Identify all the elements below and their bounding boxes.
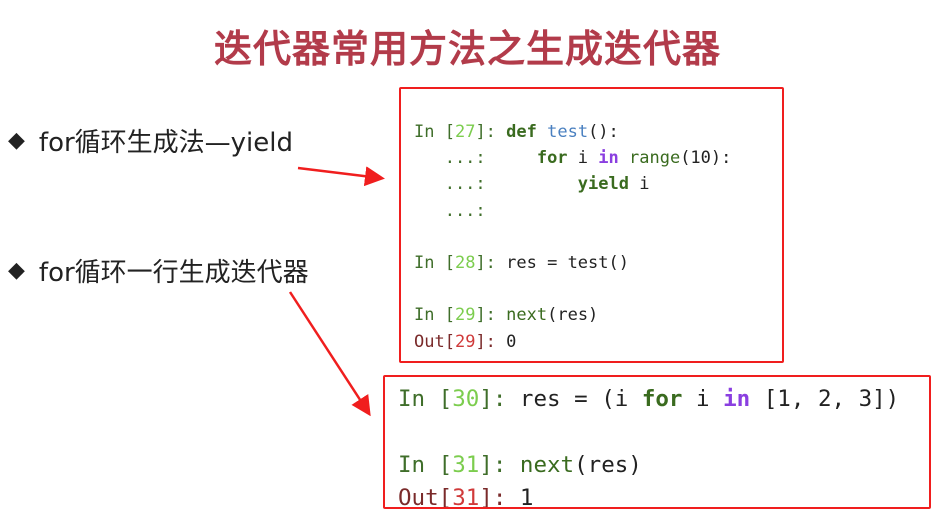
code-token: res = test()	[506, 253, 629, 274]
code-token: 28	[454, 253, 476, 274]
code-token: in	[723, 386, 751, 412]
code-token: ]:	[479, 452, 520, 478]
code-token: ...:	[414, 148, 537, 169]
code-token: for	[536, 148, 568, 169]
code-token: Out[	[414, 331, 455, 352]
diamond-bullet-icon: ◆	[8, 258, 25, 283]
code-line: Out[31]: 1	[398, 482, 899, 509]
code-token: ]:	[475, 331, 507, 352]
code-token: In [	[398, 386, 453, 412]
code-token: 31	[452, 485, 480, 509]
code-token: i	[628, 174, 650, 195]
code-token: range	[629, 148, 681, 169]
code-line: Out[29]: 0	[414, 329, 731, 355]
code-token: next	[519, 452, 575, 478]
bullet-text: for循环生成法—yield	[38, 128, 294, 158]
code-token: [1, 2, 3])	[750, 386, 900, 412]
code-token: In [	[414, 122, 455, 142]
slide-title: 迭代器常用方法之生成迭代器	[213, 27, 721, 71]
code-token: (res)	[547, 305, 599, 326]
code-token: Out[	[398, 485, 453, 509]
code-token: ]:	[479, 485, 520, 509]
code-line: ...: for i in range(10):	[414, 145, 732, 171]
code-token: ...:	[414, 174, 578, 195]
code-token: 27	[454, 122, 476, 142]
code-token: ]:	[475, 122, 507, 142]
code-token: next	[506, 305, 548, 326]
code-token: In [	[414, 305, 455, 326]
code-token: res = (i	[519, 386, 642, 412]
code-token: 30	[452, 386, 480, 412]
code-token: i	[682, 386, 724, 412]
code-token: in	[598, 148, 619, 169]
code-token: 29	[454, 331, 476, 352]
code-token: ]:	[475, 253, 507, 274]
diamond-bullet-icon: ◆	[8, 128, 25, 153]
code-token: 31	[452, 452, 480, 478]
code-token: ():	[588, 122, 619, 142]
code-token: (res)	[574, 452, 642, 478]
code-token: def	[506, 122, 548, 142]
code-token: 1	[519, 485, 534, 509]
code-token: In [	[414, 253, 455, 274]
bullet-one-line: ◆ for循环一行生成迭代器	[8, 252, 309, 289]
code-box-yield: In [27]: def test(): ...: for i in range…	[399, 87, 784, 363]
code-line: In [27]: def test():	[414, 119, 731, 145]
arrow-to-generator-code	[288, 291, 371, 417]
code-token: (10):	[680, 148, 732, 169]
code-token: test	[547, 122, 589, 142]
arrow-to-yield-code	[297, 166, 385, 187]
code-line: ...:	[414, 198, 731, 224]
code-token: 29	[454, 305, 476, 326]
code-token: yield	[577, 174, 629, 195]
code-listing-generator-expression: In [30]: res = (i for i in [1, 2, 3]) In…	[398, 383, 899, 509]
code-token: In [	[398, 452, 453, 478]
code-token: 0	[506, 331, 517, 352]
code-line: In [28]: res = test()	[414, 250, 731, 276]
code-token: ]:	[479, 386, 520, 412]
code-line: In [29]: next(res)	[414, 302, 731, 328]
code-line: In [30]: res = (i for i in [1, 2, 3])	[398, 383, 899, 416]
code-token: ...:	[414, 200, 486, 221]
code-token: i	[567, 148, 599, 169]
code-token: for	[641, 386, 683, 412]
bullet-text: for循环一行生成迭代器	[38, 258, 309, 288]
bullet-yield: ◆ for循环生成法—yield	[8, 122, 293, 159]
code-listing-yield: In [27]: def test(): ...: for i in range…	[414, 119, 731, 355]
code-line: In [31]: next(res)	[398, 449, 899, 482]
code-line: ...: yield i	[414, 171, 731, 197]
code-token: ]:	[475, 305, 507, 326]
code-box-generator-expression: In [30]: res = (i for i in [1, 2, 3]) In…	[383, 375, 931, 509]
